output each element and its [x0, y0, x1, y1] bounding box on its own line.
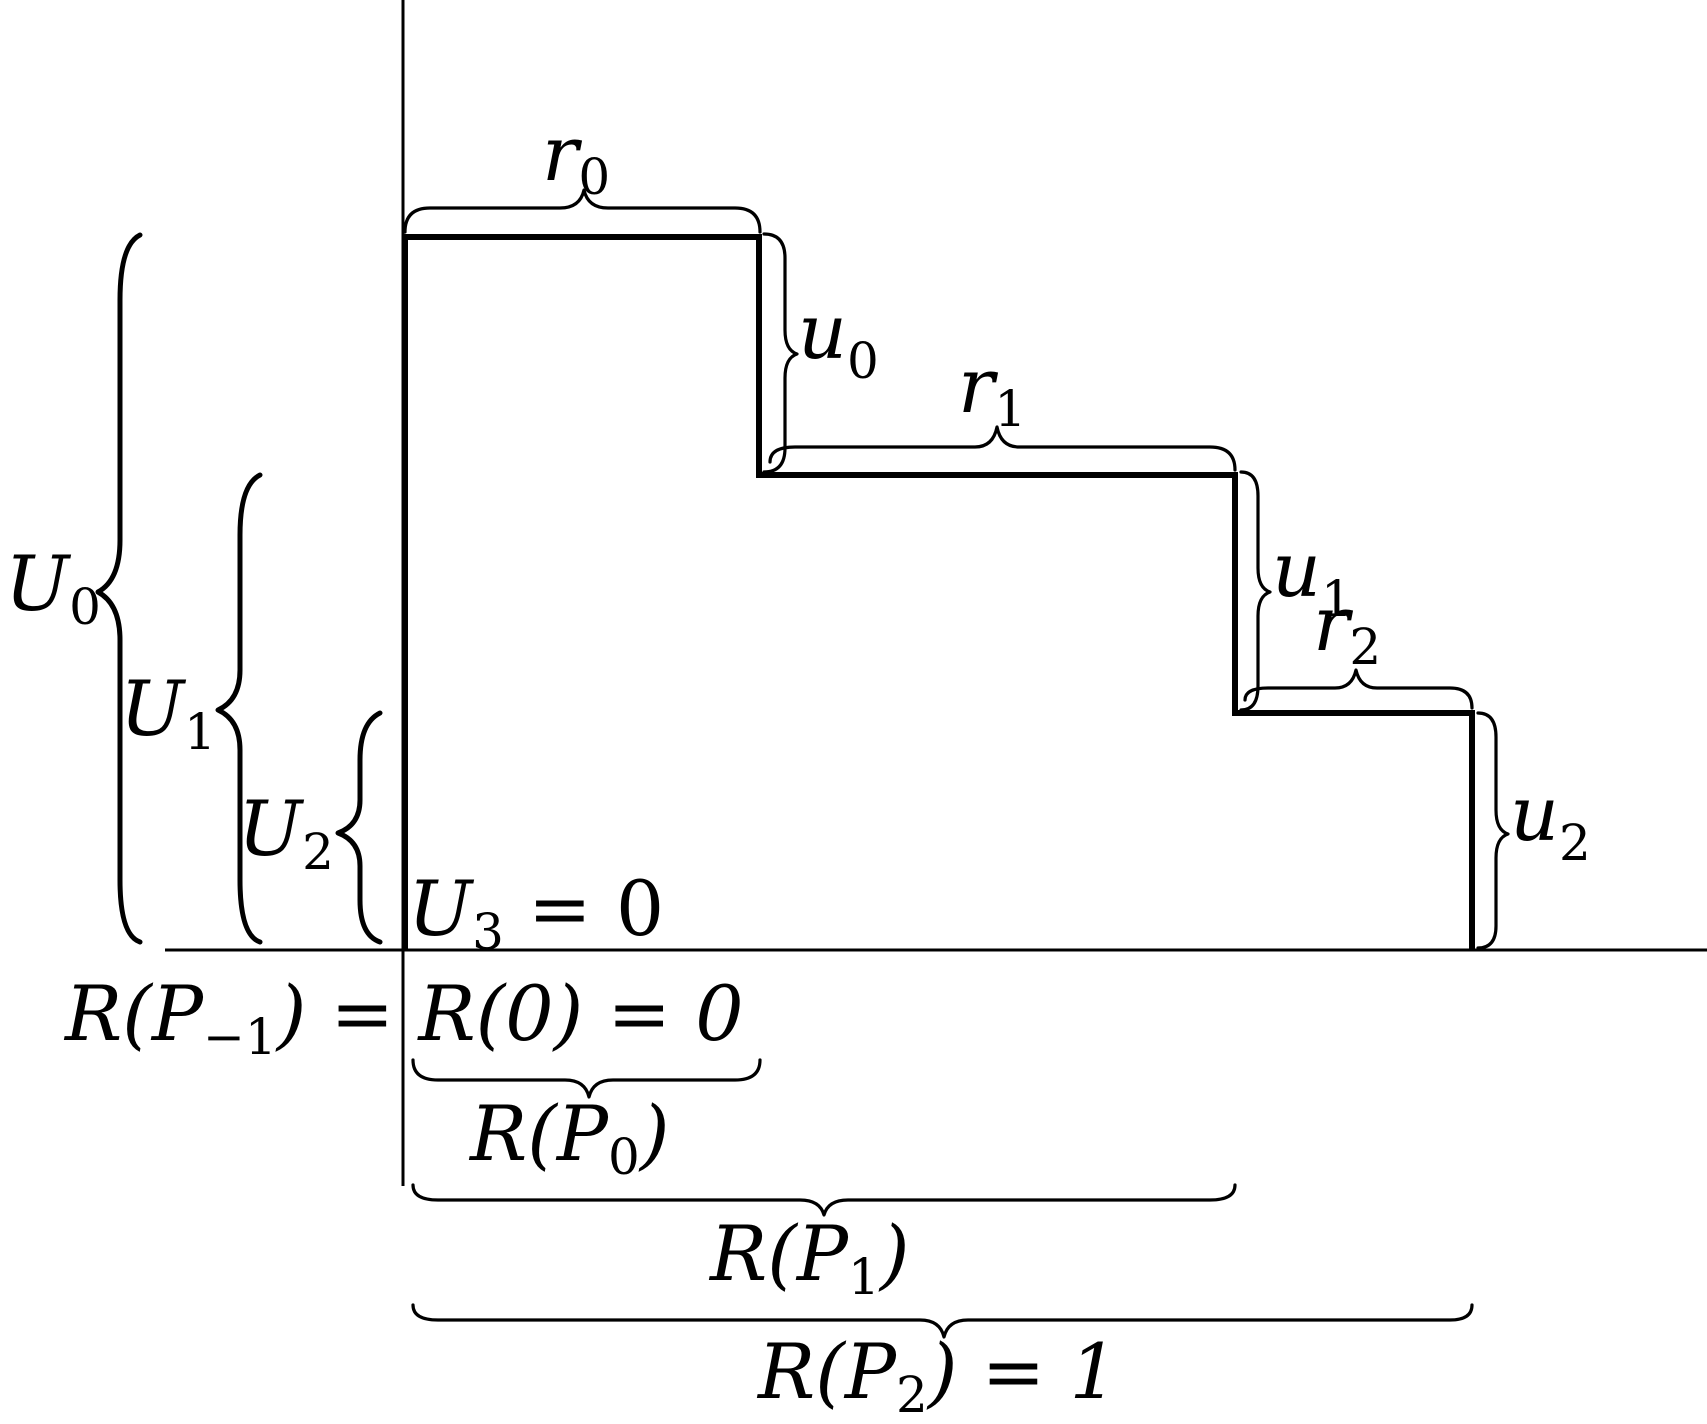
brace-R-P0 — [411, 1058, 762, 1099]
brace-R-P2 — [411, 1303, 1474, 1339]
label-U2: U2 — [238, 784, 334, 881]
label-u0: u0 — [798, 287, 879, 390]
brace-U2 — [335, 710, 383, 945]
label-U1: U1 — [120, 664, 216, 761]
label-U3: U3 = 0 — [408, 864, 664, 961]
brace-U1 — [215, 472, 263, 945]
label-r0: r0 — [542, 109, 610, 206]
brace-u1 — [1239, 470, 1272, 712]
label-r1: r1 — [958, 341, 1026, 438]
label-R-P1: R(P1) — [708, 1209, 909, 1306]
label-R-P0: R(P0) — [468, 1089, 669, 1186]
label-R-P-minus-1: R(P−1) = R(0) = 0 — [63, 969, 744, 1066]
brace-r0 — [403, 188, 762, 234]
label-u2: u2 — [1510, 769, 1591, 872]
brace-u0 — [762, 232, 799, 474]
brace-R-P1 — [411, 1183, 1237, 1217]
brace-r2 — [1243, 668, 1474, 710]
label-U0: U0 — [5, 539, 101, 636]
staircase-outline — [402, 234, 1475, 950]
brace-u2 — [1476, 711, 1510, 950]
label-r2: r2 — [1313, 579, 1381, 676]
label-R-P2: R(P2) = 1 — [756, 1327, 1118, 1424]
brace-r1 — [768, 425, 1237, 472]
label-u1: u1 — [1272, 525, 1353, 628]
brace-U0 — [95, 232, 143, 945]
